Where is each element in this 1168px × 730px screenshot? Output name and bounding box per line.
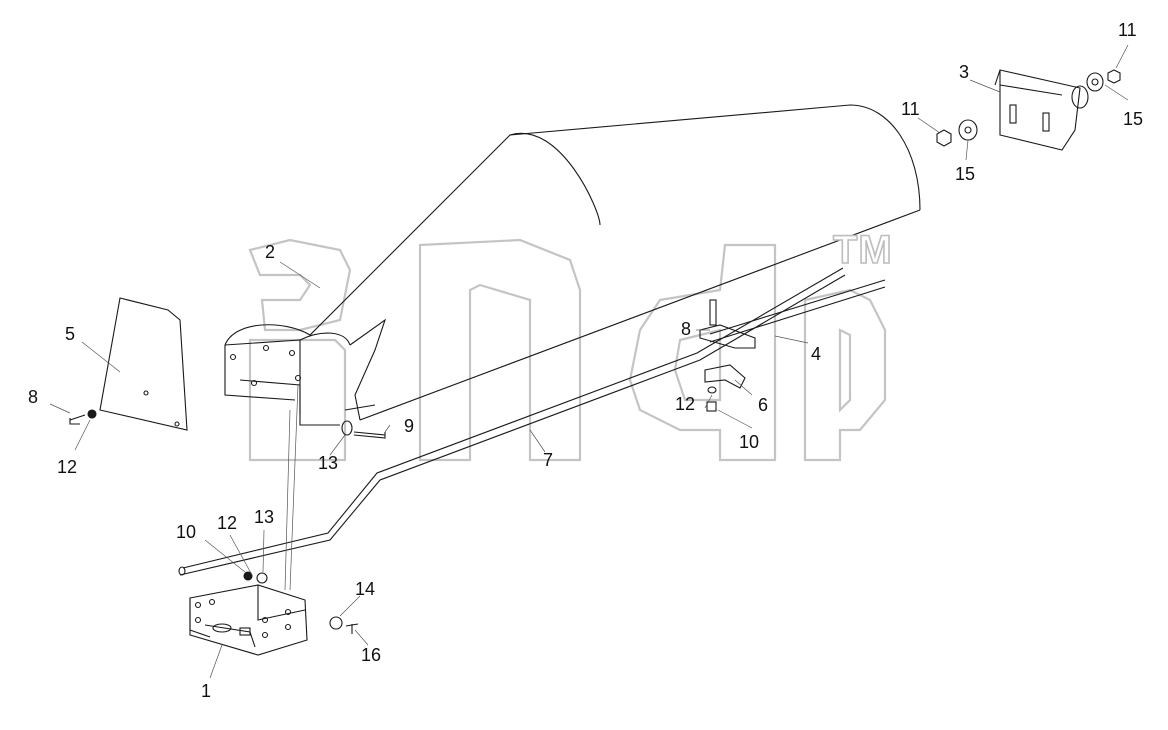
label-12-mid: 12 [675,394,696,414]
drawing-lines [49,44,1129,679]
part-11-nut-a [936,129,952,147]
part-3-bracket [994,69,1089,151]
part-14-washer [329,616,343,630]
label-10-mid: 10 [739,432,760,452]
label-8-left: 8 [28,387,39,407]
label-3: 3 [959,62,970,82]
part-10-nut-mid [706,401,717,412]
watermark-logo [248,238,887,462]
part-4-rod [699,279,886,349]
label-16: 16 [361,645,382,665]
label-8-mid: 8 [681,319,692,339]
part-2-cover [224,104,921,426]
part-16-pin [345,623,359,634]
trademark-mark: TM [832,227,893,273]
label-13-a: 13 [318,453,339,473]
part-10-nut-low [243,571,253,581]
label-13-low: 13 [254,507,275,527]
part-6-clip [704,364,746,389]
label-2: 2 [265,242,276,262]
part-11-nut-b [1107,69,1121,84]
label-11-b: 11 [1118,20,1137,40]
part-12-washer-mid [707,386,717,394]
part-5-plate [69,297,188,431]
part-1-base-bracket [189,584,308,656]
label-5: 5 [65,324,76,344]
label-11-a: 11 [901,99,920,119]
part-8-bolt-mid [709,299,717,326]
label-6: 6 [758,395,769,415]
label-12-left: 12 [57,457,78,477]
leader-lines [49,44,1129,679]
part-7-rod [178,267,846,576]
part-13-washer-low [256,572,268,584]
label-15-a: 15 [955,164,976,184]
part-12-nut-left [87,409,97,419]
label-9: 9 [404,416,415,436]
label-1: 1 [201,681,212,701]
part-15-washer-b [1086,72,1104,92]
label-15-b: 15 [1123,109,1144,129]
label-10-low: 10 [176,522,197,542]
label-12-low: 12 [217,513,238,533]
part-13-washer-a [341,420,353,436]
label-4: 4 [811,344,822,364]
part-9-bolt [353,432,386,439]
label-7: 7 [543,450,554,470]
label-14: 14 [355,579,376,599]
part-15-washer-a [958,119,978,141]
